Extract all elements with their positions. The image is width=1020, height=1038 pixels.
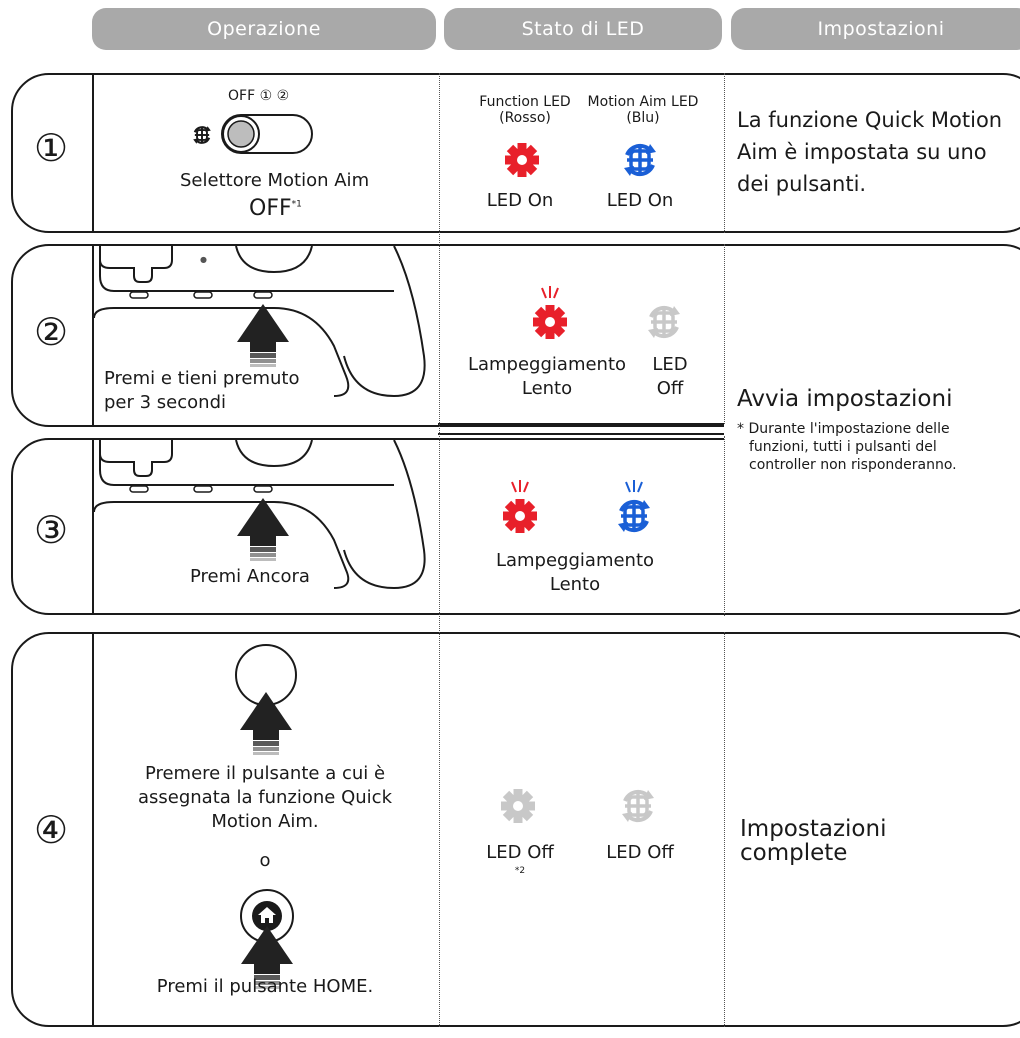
switch-positions: OFF ① ② (228, 88, 290, 104)
col-sep (92, 438, 94, 615)
row-divider-2-3a (438, 423, 724, 425)
blink-rays-icon (511, 480, 529, 493)
blink-rays-icon (541, 286, 559, 299)
function-led-state: LED On (486, 190, 554, 211)
motion-led-color: (Blu) (626, 110, 660, 126)
gear-icon (501, 789, 535, 823)
controller-icon: ● (94, 246, 426, 398)
instruction: per 3 secondi (104, 392, 226, 413)
setting-text: La funzione Quick Motion Aim è impostata… (737, 108, 1003, 196)
function-led-state: Lampeggiamento (467, 354, 627, 375)
function-led-state: LED Off (486, 842, 554, 863)
step-number: ② (33, 310, 69, 354)
home-instruction: Premi il pulsante HOME. (156, 976, 374, 997)
shared-setting-cell (724, 415, 1020, 449)
row-1 (11, 73, 1020, 233)
setting-text: Impostazioni (740, 816, 887, 842)
motion-aim-icon (616, 498, 652, 534)
row-2 (11, 244, 1020, 427)
selector-label: Selettore Motion Aim (180, 170, 370, 191)
gear-icon (503, 499, 537, 533)
setting-note: funzioni, tutti i pulsanti del (749, 439, 937, 455)
function-led-color: (Rosso) (499, 110, 551, 126)
col-sep (92, 632, 94, 1027)
col-sep-dotted (439, 73, 440, 1027)
blink-rays-icon (625, 480, 643, 493)
col-sep-dotted (724, 73, 725, 233)
row-4 (11, 632, 1020, 1027)
svg-text:●: ● (200, 255, 207, 264)
col-sep-dotted (724, 436, 725, 616)
function-led-state: Lento (521, 378, 573, 399)
step-number: ③ (33, 508, 69, 552)
motion-led-state: LED On (606, 190, 674, 211)
tab-stato-led: Stato di LED (444, 8, 722, 50)
tab-impostazioni: Impostazioni (731, 8, 1020, 50)
controller-icon (94, 440, 426, 590)
button-press-icon (235, 644, 297, 755)
setting-text: complete (740, 840, 848, 866)
motion-aim-icon (620, 788, 656, 824)
instruction: Premi Ancora (190, 566, 310, 587)
motion-aim-icon (622, 142, 658, 178)
step-number: ① (33, 126, 69, 170)
gear-icon (505, 143, 539, 177)
col-sep (92, 244, 94, 427)
col-sep-dotted (724, 632, 725, 1027)
led-state: Lento (549, 574, 601, 595)
or-label: o (259, 850, 271, 871)
col-sep-dotted (724, 244, 725, 424)
selector-value: OFF*1 (249, 196, 302, 221)
step-number: ④ (33, 808, 69, 852)
motion-led-title: Motion Aim LED (587, 94, 699, 110)
setting-title: Avvia impostazioni (737, 386, 953, 412)
setting-note: * Durante l'impostazione delle (737, 421, 950, 437)
instruction: assegnata la funzione Quick (137, 787, 392, 808)
home-icon (240, 889, 294, 989)
instruction: Premere il pulsante a cui è (144, 763, 386, 784)
footnote-mark: *2 (514, 866, 526, 876)
led-state: Lampeggiamento (495, 550, 655, 571)
motion-led-state: LED (652, 354, 688, 375)
switch-icon (192, 114, 313, 154)
motion-aim-icon (646, 304, 682, 340)
motion-led-state: Off (656, 378, 684, 399)
motion-led-state: LED Off (606, 842, 674, 863)
function-led-title: Function LED (479, 94, 571, 110)
col-sep (92, 73, 94, 233)
instruction: Motion Aim. (211, 811, 319, 832)
gear-icon (533, 305, 567, 339)
row-divider-2-3b (438, 433, 724, 435)
instruction: Premi e tieni premuto (104, 368, 300, 389)
setting-note: controller non risponderanno. (749, 457, 957, 473)
tab-operazione: Operazione (92, 8, 436, 50)
row-3 (11, 438, 1020, 615)
